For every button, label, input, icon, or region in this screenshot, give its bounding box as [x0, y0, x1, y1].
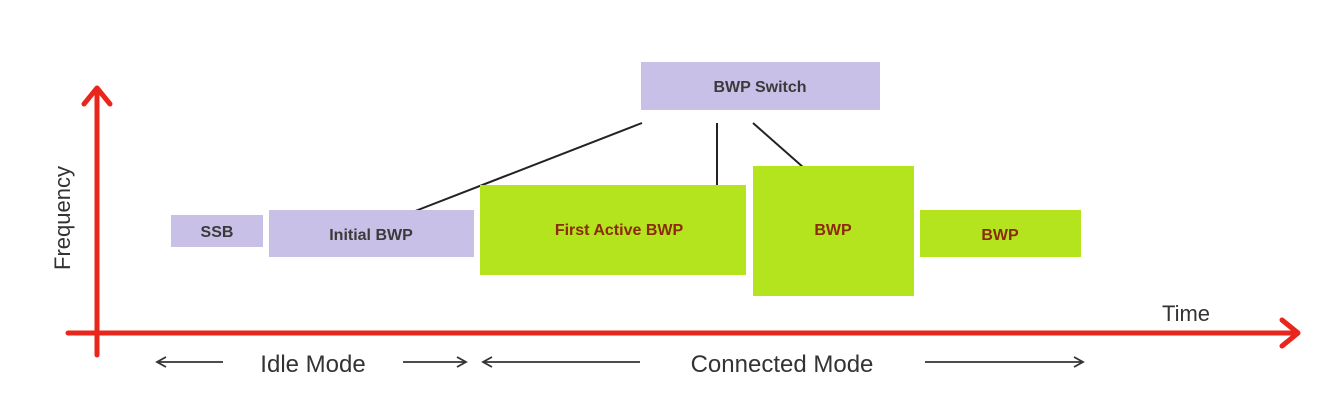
first-active-bwp-box: First Active BWP [480, 185, 746, 275]
connected-mode-label: Connected Mode [691, 351, 874, 378]
bwp-switch-label: BWP Switch [713, 79, 806, 96]
initial-bwp-box: Initial BWP [269, 210, 474, 257]
bwp-switch-box: BWP Switch [641, 62, 880, 110]
ssb-box: SSB [171, 215, 263, 247]
bwp-box-1-label: BWP [814, 222, 852, 239]
ssb-label: SSB [201, 224, 234, 241]
initial-bwp-label: Initial BWP [329, 227, 413, 244]
bwp-box-2: BWP [920, 210, 1081, 257]
first-active-bwp-label: First Active BWP [555, 222, 684, 239]
connector-to-initial-bwp [404, 122, 643, 216]
bwp-box-2-label: BWP [981, 227, 1019, 244]
y-axis-label: Frequency [50, 166, 75, 270]
y-axis-arrowhead [81, 85, 113, 107]
idle-mode-label: Idle Mode [260, 351, 365, 378]
bwp-box-1: BWP [753, 166, 914, 296]
x-axis-label: Time [1162, 301, 1210, 326]
x-axis-arrowhead [1279, 317, 1301, 349]
